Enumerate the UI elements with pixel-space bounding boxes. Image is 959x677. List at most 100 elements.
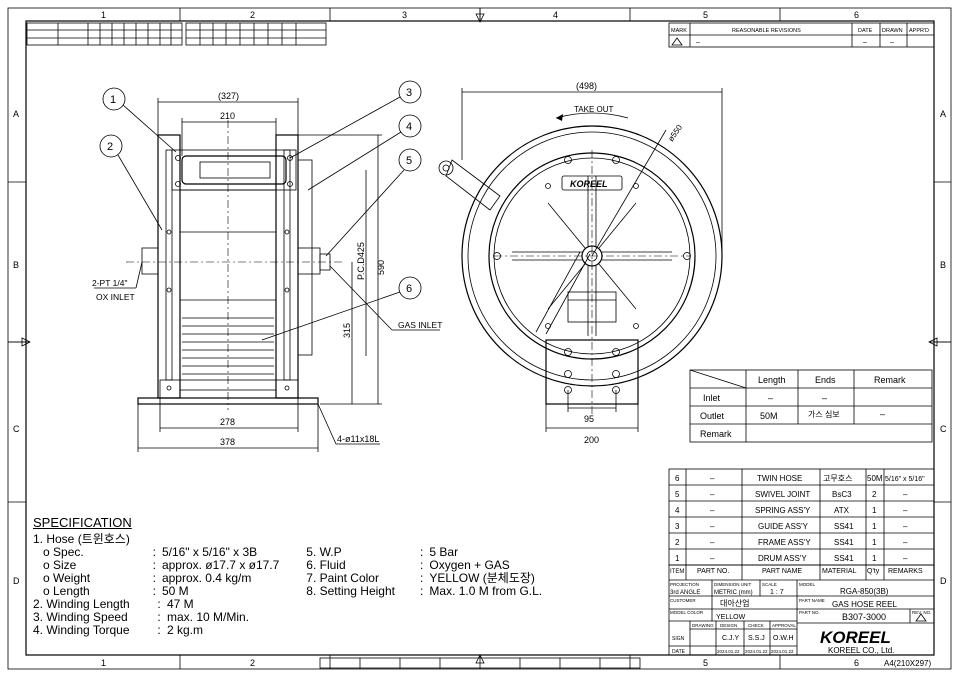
spec-key: 3. Winding Speed	[33, 610, 128, 624]
svg-text:–: –	[710, 522, 715, 531]
svg-text:–: –	[903, 506, 908, 515]
center-arrow-right	[928, 337, 951, 347]
col-label-b5: 5	[703, 658, 708, 668]
tolerance-table	[26, 22, 327, 46]
conn-header-length: Length	[758, 375, 786, 385]
svg-text:3: 3	[675, 522, 680, 531]
spec-value: max. 10 M/Min.	[167, 610, 250, 624]
balloon-3: 3	[289, 80, 422, 159]
spec-row-5: o Length : 50 M 8. Setting Height : Max.…	[33, 585, 593, 598]
parts-row-6: 6 – TWIN HOSE 고무호스 50M 5/16" x 5/16"	[675, 474, 925, 483]
svg-text:6: 6	[406, 283, 412, 295]
svg-text:2: 2	[107, 141, 113, 153]
tb-date-design: 2024.01.22	[717, 649, 740, 654]
svg-text:–: –	[903, 522, 908, 531]
rev-triangle-icon	[671, 37, 683, 46]
svg-text:2: 2	[675, 538, 680, 547]
conn-row-outlet: Outlet	[700, 411, 725, 421]
tb-unit: METRIC (mm)	[714, 590, 753, 596]
tb-company: KOREEL CO., Ltd.	[828, 646, 894, 655]
tb-part-name: GAS HOSE REEL	[832, 600, 897, 609]
balloon-4: 4	[307, 114, 422, 191]
leader-ox-inlet	[135, 261, 143, 289]
tb-model: RGA-850(3B)	[840, 587, 889, 596]
spec-row-8: 4. Winding Torque : 2 kg.m	[33, 624, 593, 637]
parts-row-3: 3 – GUIDE ASS'Y SS41 1 –	[675, 522, 908, 531]
spec-row-2: o Spec. : 5/16" x 5/16" x 3B 5. W.P : 5 …	[33, 546, 593, 559]
svg-text:2: 2	[872, 490, 877, 499]
conn-outlet-ends: 가스 심보	[808, 409, 840, 419]
spec-value: Max. 1.0 M from G.L.	[429, 584, 543, 598]
tb-part-no: B307-3000	[842, 612, 886, 622]
rev-header-apprd: APPR'D	[909, 28, 929, 34]
tb-customer-label: CUSTOMER	[670, 598, 696, 603]
col-label-6: 6	[854, 10, 859, 20]
balloon-5: 5	[325, 148, 422, 257]
bottom-ruler	[319, 657, 641, 669]
svg-text:ATX: ATX	[834, 506, 850, 515]
dim-95: 95	[584, 414, 594, 424]
balloon-6: 6	[261, 276, 422, 341]
rev-row-date: –	[863, 39, 867, 46]
specification-block: SPECIFICATION 1. Hose (트윈호스) o Spec. : 5…	[33, 516, 593, 637]
svg-text:50M: 50M	[867, 474, 883, 483]
hdr-part-name: PART NAME	[762, 568, 802, 575]
svg-text:–: –	[710, 490, 715, 499]
side-dimensions	[461, 88, 723, 432]
row-label-b-right: B	[940, 260, 946, 270]
tb-sign-approval-name: O.W.H	[773, 635, 794, 642]
spec-value: 47 M	[167, 597, 194, 611]
spec-key: 4. Winding Torque	[33, 623, 130, 637]
rev-row-drawn: –	[890, 39, 894, 46]
center-arrow-top	[475, 8, 485, 23]
row-label-c-right: C	[940, 424, 947, 434]
spec-row-1: 1. Hose (트윈호스)	[33, 533, 593, 546]
spec-value: 5 Bar	[429, 545, 459, 559]
row-label-d-right: D	[940, 576, 947, 586]
spec-key: o Length	[33, 584, 90, 598]
spec-value: 2 kg.m	[167, 623, 204, 637]
row-label-b: B	[13, 260, 19, 270]
hdr-qty: Q'ty	[867, 568, 880, 575]
dim-pcd: P.C.D425	[356, 242, 366, 280]
svg-text:1: 1	[675, 554, 680, 563]
conn-header-ends: Ends	[815, 375, 836, 385]
rev-row-text: –	[696, 39, 700, 46]
tb-sign-check-name: S.S.J	[748, 635, 765, 642]
svg-text:DRUM ASS'Y: DRUM ASS'Y	[758, 554, 807, 563]
svg-text:3: 3	[406, 87, 412, 99]
svg-text:–: –	[903, 554, 908, 563]
conn-inlet-length: –	[768, 393, 773, 403]
tb-part-no-label: PART NO.	[799, 610, 820, 615]
svg-text:5: 5	[406, 155, 412, 167]
dim-498: (498)	[576, 81, 597, 91]
dim-378: 378	[220, 437, 235, 447]
leader-holes	[317, 403, 337, 445]
rev-header-mark: MARK	[671, 28, 687, 34]
connection-table	[689, 369, 933, 443]
dim-200: 200	[584, 435, 599, 445]
svg-text:SS41: SS41	[834, 538, 854, 547]
dim-327: (327)	[218, 91, 239, 101]
spec-title: SPECIFICATION	[33, 515, 132, 530]
spec-value: 5/16" x 5/16" x 3B	[161, 545, 258, 559]
tb-sign-check: CHECK	[748, 623, 764, 628]
col-label-b6: 6	[854, 658, 859, 668]
spec-value: 50 M	[161, 584, 189, 598]
svg-text:5: 5	[675, 490, 680, 499]
title-block-grid	[668, 564, 935, 656]
tb-rev-label: REV. NO.	[912, 610, 931, 615]
tb-sign-approval: APPROVAL	[772, 623, 796, 628]
svg-text:GUIDE ASS'Y: GUIDE ASS'Y	[758, 522, 809, 531]
center-arrow-left	[8, 337, 31, 347]
svg-text:SPRING ASS'Y: SPRING ASS'Y	[755, 506, 811, 515]
label-inlet-spec: 2-PT 1/4"	[92, 278, 127, 288]
tb-sign-design: DESIGN	[720, 623, 737, 628]
spec-key: o Spec.	[33, 545, 84, 559]
col-label-2: 2	[250, 10, 255, 20]
tb-color: YELLOW	[716, 614, 746, 621]
tb-scale: 1 : 7	[770, 589, 784, 596]
spec-value: Oxygen + GAS	[429, 558, 510, 572]
svg-text:SWIVEL JOINT: SWIVEL JOINT	[755, 490, 810, 499]
col-label-b2: 2	[250, 658, 255, 668]
